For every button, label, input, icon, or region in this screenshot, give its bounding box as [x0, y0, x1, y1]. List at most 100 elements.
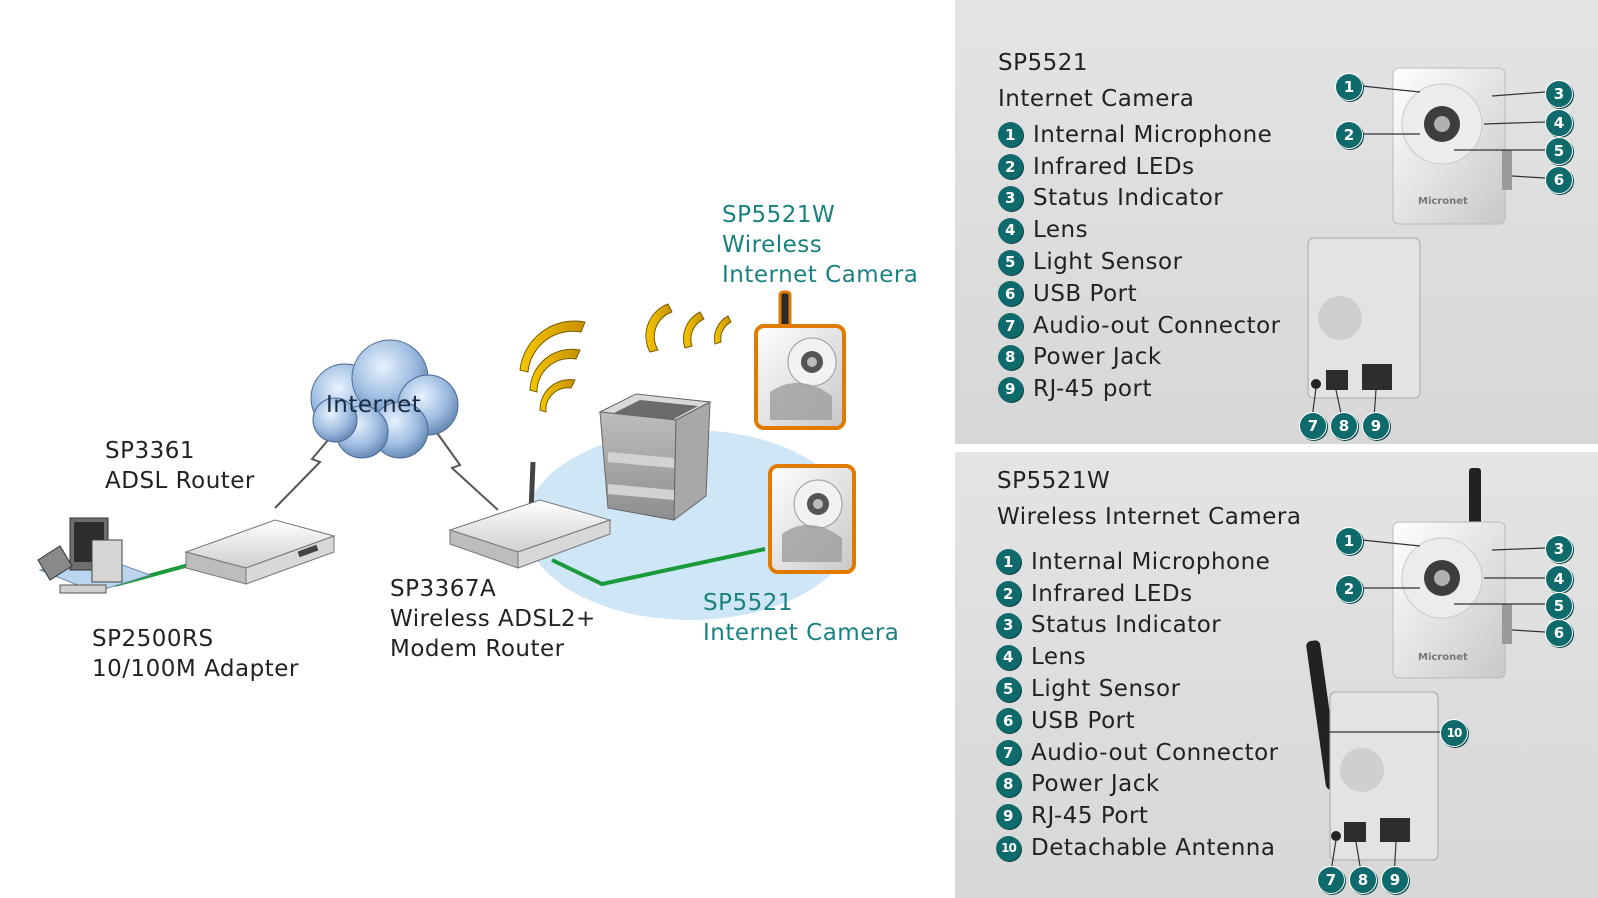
feature-label: Light Sensor [1031, 676, 1181, 703]
modem-router-model: SP3367A [390, 576, 497, 602]
callout-badge: 6 [1545, 166, 1573, 194]
callout-badge: 8 [1349, 866, 1377, 894]
number-badge: 3 [998, 185, 1023, 211]
number-badge: 2 [998, 154, 1023, 180]
number-badge: 7 [996, 740, 1021, 766]
feature-label: Status Indicator [1031, 612, 1222, 639]
wired-camera-desc: Internet Camera [703, 620, 900, 646]
panel-top-model: SP5521 [998, 50, 1089, 76]
number-badge: 7 [998, 313, 1023, 339]
number-badge: 8 [998, 344, 1023, 370]
feature-label: Audio-out Connector [1033, 312, 1281, 339]
feature-item: 3 Status Indicator [998, 183, 1281, 215]
wireless-camera-model: SP5521W [722, 202, 836, 228]
feature-label: Power Jack [1031, 771, 1160, 798]
number-badge: 2 [996, 581, 1021, 607]
number-badge: 5 [996, 676, 1021, 702]
callout-badge: 6 [1545, 619, 1573, 647]
building-icon [598, 393, 712, 522]
camera-icon [1306, 640, 1439, 861]
number-badge: 6 [998, 281, 1023, 307]
svg-text:Micronet: Micronet [1418, 196, 1468, 207]
computer-icon [37, 517, 152, 594]
callout-badge: 9 [1381, 866, 1409, 894]
feature-label: Light Sensor [1033, 249, 1183, 276]
camera-icon [754, 290, 846, 430]
callout-badge: 3 [1545, 535, 1573, 563]
feature-label: Infrared LEDs [1031, 580, 1193, 607]
panel-bottom-desc: Wireless Internet Camera [997, 504, 1302, 530]
feature-item: 1 Internal Microphone [996, 546, 1279, 578]
callout-badge: 1 [1335, 73, 1363, 101]
callout-badge: 7 [1317, 866, 1345, 894]
camera-icon: Micronet [1392, 468, 1512, 679]
number-badge: 6 [996, 708, 1021, 734]
feature-label: Internal Microphone [1033, 121, 1273, 148]
feature-item: 2 Infrared LEDs [998, 151, 1281, 183]
feature-item: 8 Power Jack [998, 342, 1281, 374]
adapter-desc: 10/100M Adapter [92, 656, 299, 682]
callout-badge: 3 [1545, 80, 1573, 108]
wireless-camera-desc-2: Internet Camera [722, 262, 919, 288]
feature-label: Lens [1031, 644, 1087, 671]
callout-badge: 7 [1299, 412, 1327, 440]
wifi-signal-icon [519, 303, 732, 413]
panel-divider [955, 444, 1598, 452]
feature-label: Internal Microphone [1031, 548, 1271, 575]
adsl-router-desc: ADSL Router [105, 468, 255, 494]
callout-badge: 4 [1545, 109, 1573, 137]
modem-router-desc-2: Modem Router [390, 636, 565, 662]
number-badge: 5 [998, 249, 1023, 275]
feature-item: 8 Power Jack [996, 769, 1279, 801]
internet-link-right [434, 429, 499, 511]
callout-badge: 9 [1362, 412, 1390, 440]
callout-badge: 5 [1545, 137, 1573, 165]
adsl-router-icon [184, 519, 336, 585]
internet-label: Internet [326, 392, 422, 418]
number-badge: 10 [996, 835, 1021, 861]
feature-label: Audio-out Connector [1031, 739, 1279, 766]
feature-item: 2 Infrared LEDs [996, 578, 1279, 610]
feature-label: RJ-45 Port [1031, 803, 1149, 830]
number-badge: 3 [996, 612, 1021, 638]
number-badge: 4 [996, 644, 1021, 670]
feature-item: 5 Light Sensor [998, 246, 1281, 278]
camera-icon: Micronet [1392, 67, 1512, 225]
panel-top-desc: Internet Camera [998, 86, 1195, 112]
feature-item: 7 Audio-out Connector [996, 737, 1279, 769]
callout-badge: 2 [1335, 121, 1363, 149]
feature-item: 7 Audio-out Connector [998, 310, 1281, 342]
callout-badge: 8 [1330, 412, 1358, 440]
feature-label: Detachable Antenna [1031, 835, 1276, 862]
callout-badge: 4 [1545, 565, 1573, 593]
callout-lines-top [1311, 85, 1546, 419]
wireless-router-icon [448, 461, 612, 569]
camera-icon [1307, 237, 1421, 399]
callout-badge: 1 [1335, 527, 1363, 555]
number-badge: 1 [996, 549, 1021, 575]
adsl-router-model: SP3361 [105, 438, 196, 464]
modem-router-desc-1: Wireless ADSL2+ [390, 606, 596, 632]
number-badge: 9 [996, 803, 1021, 829]
feature-item: 5 Light Sensor [996, 673, 1279, 705]
number-badge: 9 [998, 376, 1023, 402]
wireless-camera-desc-1: Wireless [722, 232, 823, 258]
feature-item: 3 Status Indicator [996, 610, 1279, 642]
feature-label: Power Jack [1033, 344, 1162, 371]
adapter-model: SP2500RS [92, 626, 214, 652]
number-badge: 4 [998, 217, 1023, 243]
panel-bottom-model: SP5521W [997, 468, 1111, 494]
wired-camera-model: SP5521 [703, 590, 794, 616]
feature-label: Status Indicator [1033, 185, 1224, 212]
feature-item: 9 RJ-45 Port [996, 800, 1279, 832]
feature-label: Infrared LEDs [1033, 153, 1195, 180]
svg-text:Micronet: Micronet [1418, 652, 1468, 663]
callout-badge: 2 [1335, 575, 1363, 603]
number-badge: 8 [996, 771, 1021, 797]
